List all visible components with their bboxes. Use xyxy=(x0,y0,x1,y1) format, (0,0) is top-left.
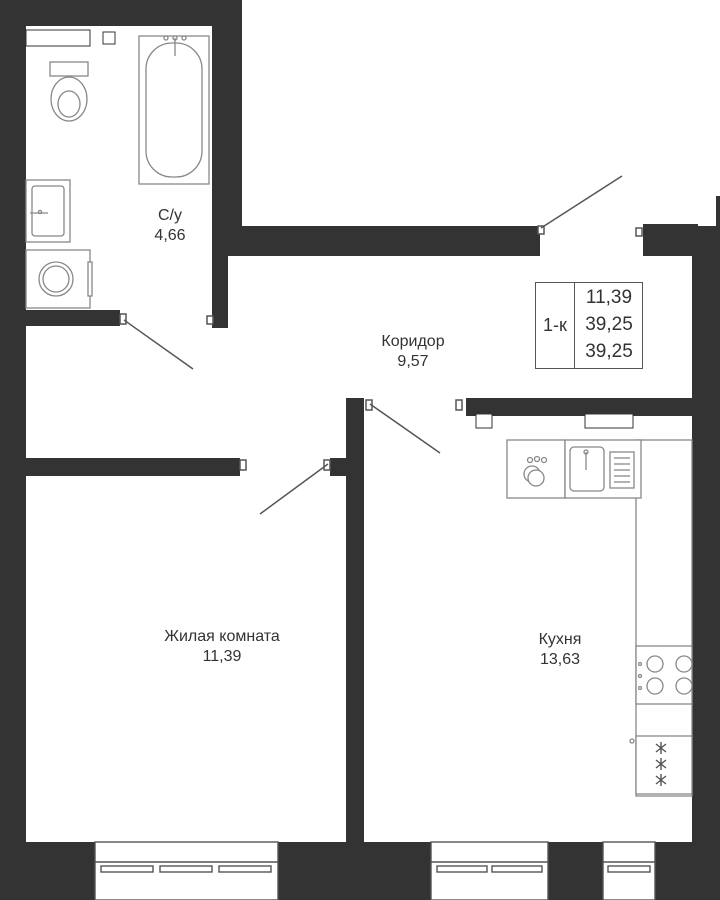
wall-living-top xyxy=(26,458,240,476)
wall-corridor-top xyxy=(212,226,540,256)
room-label-kitchen: Кухня 13,63 xyxy=(510,630,610,670)
refrigerator xyxy=(635,735,693,795)
apartment-info-box: 1-к 11,39 39,25 39,25 xyxy=(535,282,643,369)
wall-bathroom-right xyxy=(212,0,242,228)
kitchen-duct-b xyxy=(584,413,634,429)
room-area: 11,39 xyxy=(202,648,242,665)
door-bathroom-hinge xyxy=(119,313,127,325)
wall-bathroom-bottom xyxy=(26,310,120,326)
wall-living-kitchen xyxy=(346,398,364,900)
wall-kitchen-top xyxy=(466,398,692,416)
apartment-type: 1-к xyxy=(536,283,575,368)
kitchen-duct-a xyxy=(475,413,493,429)
wall-right-outer xyxy=(692,226,720,900)
living-area-value: 11,39 xyxy=(585,287,633,308)
room-name: Жилая комната xyxy=(164,628,280,645)
wall-top-bathroom xyxy=(0,0,240,26)
toilet xyxy=(49,61,89,77)
room-label-corridor: Коридор 9,57 xyxy=(353,332,473,372)
room-area: 4,66 xyxy=(154,227,186,244)
wall-left-outer xyxy=(0,0,26,900)
wall-bottom-left xyxy=(0,842,95,900)
door-kitchen-leaf xyxy=(369,403,441,454)
door-entrance-leaf xyxy=(540,175,623,229)
wall-right-corner xyxy=(716,196,720,232)
wall-bottom-right xyxy=(655,842,720,900)
windows xyxy=(94,841,656,900)
door-entrance-hinge xyxy=(537,225,545,235)
wall-corridor-top-right xyxy=(643,224,698,256)
room-label-living: Жилая комната 11,39 xyxy=(132,627,312,667)
room-label-bathroom: С/у 4,66 xyxy=(130,206,210,246)
wall-stub-living xyxy=(330,458,348,476)
doors xyxy=(119,175,643,515)
room-area: 13,63 xyxy=(539,651,581,668)
vent-duct-a xyxy=(25,29,91,47)
total-area-with-balcony-value: 39,25 xyxy=(585,341,633,362)
wall-bottom-mid2 xyxy=(548,842,603,900)
bathroom-fixtures xyxy=(25,35,210,309)
total-area-value: 39,25 xyxy=(585,314,633,335)
vent-duct-b xyxy=(102,31,116,45)
room-area: 9,57 xyxy=(397,353,429,370)
cooktop xyxy=(635,645,693,705)
wall-bottom-mid1 xyxy=(278,842,431,900)
room-name: С/у xyxy=(158,207,182,224)
room-name: Кухня xyxy=(538,631,582,648)
room-name: Коридор xyxy=(381,333,445,350)
door-living-leaf xyxy=(259,463,329,515)
door-bathroom-leaf xyxy=(123,319,194,370)
kitchen-fixtures xyxy=(506,439,693,797)
snowflake-icon xyxy=(655,742,667,786)
